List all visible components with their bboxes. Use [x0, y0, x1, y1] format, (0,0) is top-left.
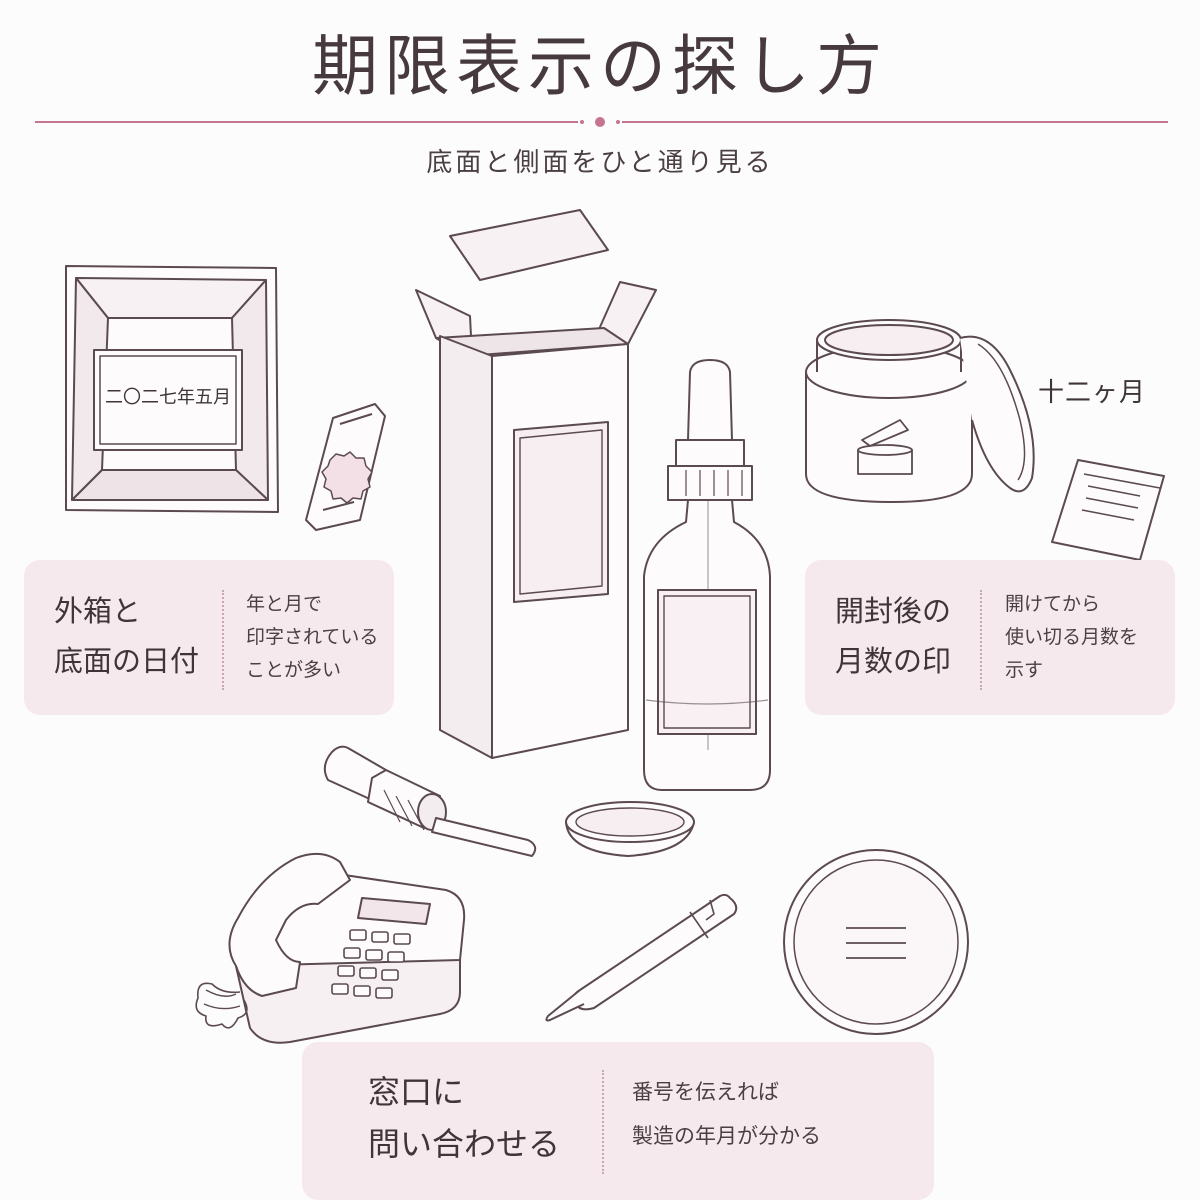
page-title: 期限表示の探し方: [312, 28, 888, 105]
box-bottom-icon: [65, 265, 279, 513]
card-description-line: 示す: [1005, 659, 1044, 681]
page-subtitle: 底面と側面をひと通り見る: [426, 148, 774, 178]
telephone-icon: [195, 852, 466, 1044]
pen-icon: [545, 893, 738, 1022]
small-dish-icon: [565, 801, 695, 858]
card-divider: [980, 590, 982, 690]
card-divider: [222, 590, 224, 690]
dropper-pipette-icon: [323, 745, 537, 857]
header-divider: [35, 117, 1168, 127]
card-description-line: 開けてから: [1005, 593, 1101, 615]
cream-jar-icon: [805, 319, 1035, 503]
period-after-opening-label: 十二ヶ月: [1038, 378, 1147, 408]
card-description-line: 印字されている: [246, 626, 379, 648]
card-description-line: 使い切る月数を: [1005, 626, 1139, 648]
leaflet-icon: [1051, 459, 1165, 561]
card-box-bottom-date: 外箱と 底面の日付 年と月で 印字されている ことが多い: [24, 560, 394, 715]
card-description-line: 製造の年月が分かる: [632, 1124, 821, 1148]
round-lid-icon: [783, 849, 969, 1035]
card-heading-line: 外箱と: [54, 594, 142, 628]
card-description: 年と月で 印字されている ことが多い: [246, 588, 378, 687]
card-description: 番号を伝えれば 製造の年月が分かる: [632, 1070, 821, 1158]
card-heading-line: 開封後の: [835, 594, 952, 628]
card-divider: [602, 1070, 604, 1174]
card-description-line: ことが多い: [246, 659, 342, 681]
card-description-line: 番号を伝えれば: [632, 1080, 779, 1104]
card-heading: 窓口に 問い合わせる: [368, 1066, 560, 1170]
card-heading: 開封後の 月数の印: [835, 586, 951, 686]
card-heading-line: 問い合わせる: [368, 1125, 561, 1163]
card-heading-line: 底面の日付: [54, 644, 200, 678]
card-heading-line: 窓口に: [368, 1073, 465, 1111]
box-date-label: 二〇二七年五月: [105, 387, 231, 408]
dropper-bottle-icon: [643, 359, 771, 791]
card-description-line: 年と月で: [246, 593, 323, 615]
product-carton-icon: [415, 209, 657, 759]
card-heading-line: 月数の印: [835, 644, 952, 678]
card-description: 開けてから 使い切る月数を 示す: [1005, 588, 1138, 687]
card-period-after-opening: 開封後の 月数の印 開けてから 使い切る月数を 示す: [805, 560, 1175, 715]
seal-tag-icon: [305, 403, 386, 531]
card-contact-support: 窓口に 問い合わせる 番号を伝えれば 製造の年月が分かる: [302, 1042, 934, 1200]
card-heading: 外箱と 底面の日付: [54, 586, 199, 686]
